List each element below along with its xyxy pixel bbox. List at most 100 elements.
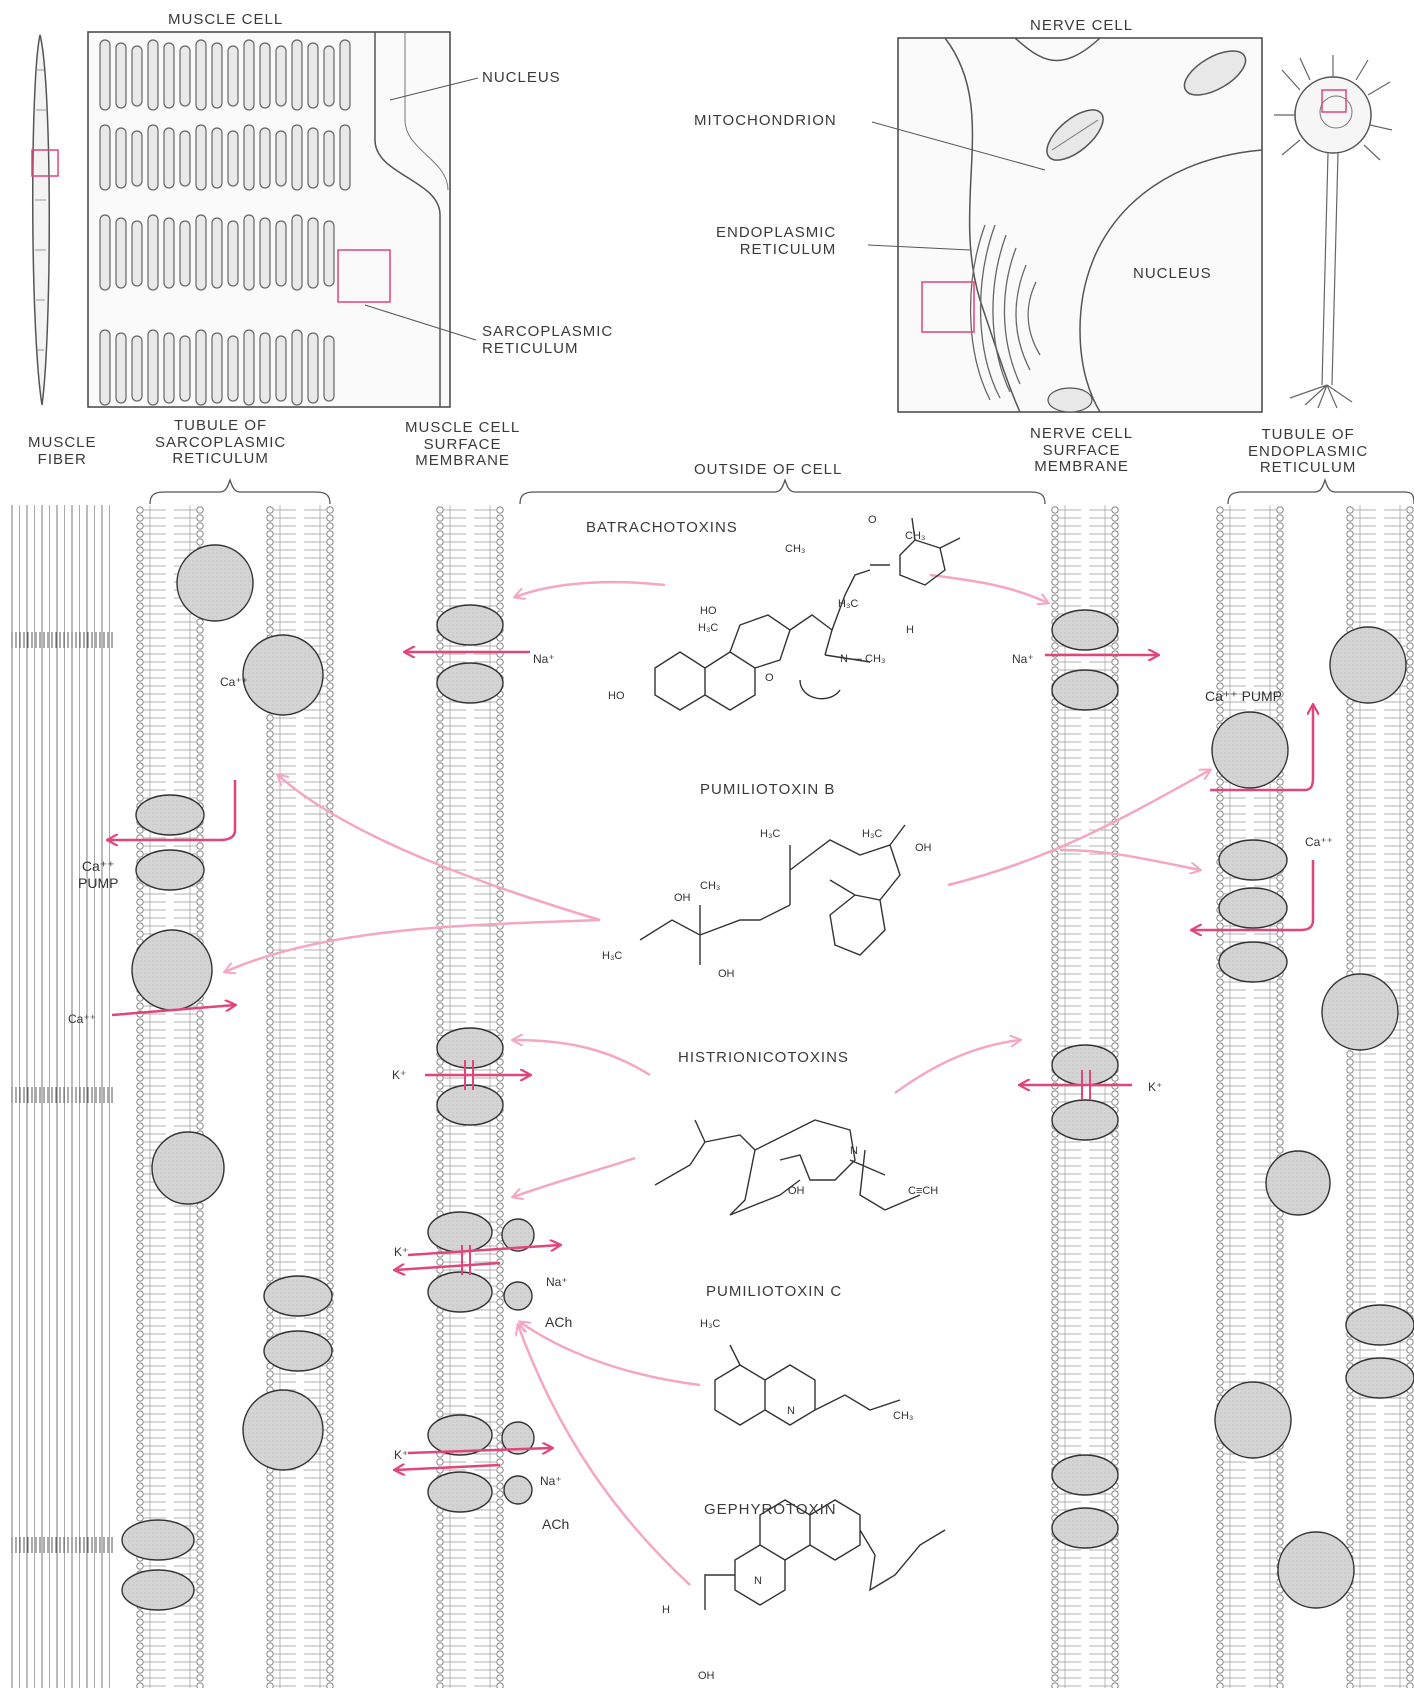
membrane-protein: [1266, 1151, 1330, 1215]
ca-ion-label-3: Ca⁺⁺: [1305, 835, 1333, 849]
muscle-myofibril-segment: [148, 215, 158, 290]
membrane-protein: [1219, 840, 1287, 880]
chem-n-1: N: [850, 1145, 858, 1157]
membrane-protein: [132, 930, 212, 1010]
membrane-protein: [264, 1276, 332, 1316]
muscle-myofibril-segment: [308, 128, 318, 188]
ach-label-1: ACh: [545, 1314, 572, 1330]
na-ion-label-muscle: Na⁺: [533, 652, 555, 666]
muscle-fiber-sketch: [32, 35, 58, 405]
membrane-protein: [1215, 1382, 1291, 1458]
muscle-myofibril-segment: [148, 40, 158, 110]
membrane-protein: [1346, 1305, 1414, 1345]
muscle-myofibril-segment: [116, 43, 126, 108]
muscle-myofibril-segment: [196, 215, 206, 290]
nucleus-label-muscle: NUCLEUS: [482, 70, 561, 87]
chem-ho-1: HO: [700, 605, 717, 617]
chem-h-1: H: [906, 624, 914, 636]
muscle-myofibril-segment: [276, 336, 286, 401]
batrachotoxin-arrow-nerve: [930, 575, 1048, 603]
muscle-myofibril-segment: [180, 221, 190, 286]
muscle-myofibril-segment: [164, 218, 174, 288]
muscle-myofibril-segment: [244, 125, 254, 190]
batrachotoxins-title: BATRACHOTOXINS: [586, 520, 738, 537]
muscle-myofibril-segment: [132, 131, 142, 186]
muscle-myofibril-segment: [196, 40, 206, 110]
muscle-myofibril-segment: [132, 336, 142, 401]
membrane-protein: [428, 1212, 492, 1252]
muscle-myofibril-segment: [100, 215, 110, 290]
membrane-protein: [152, 1132, 224, 1204]
muscle-myofibril-segment: [180, 46, 190, 106]
membrane-protein: [437, 1085, 503, 1125]
muscle-myofibril-segment: [212, 333, 222, 403]
pumiliotoxin-c-title: PUMILIOTOXIN C: [706, 1284, 842, 1301]
mitochondrion-label: MITOCHONDRION: [694, 113, 837, 130]
nerve-cell-drawing: [868, 38, 1262, 412]
muscle-myofibril-segment: [260, 43, 270, 108]
membrane-protein: [1052, 1045, 1118, 1085]
membrane-protein: [1278, 1532, 1354, 1608]
membrane-protein: [1346, 1358, 1414, 1398]
membrane-protein: [428, 1472, 492, 1512]
pumiliotoxin-c-structure: [715, 1345, 900, 1425]
chem-n-ch3: N — CH₃: [840, 653, 885, 665]
muscle-myofibril-segment: [244, 215, 254, 290]
histrionicotoxin-arrow-muscle2: [513, 1158, 635, 1197]
membrane-protein: [1052, 670, 1118, 710]
nerve-cell-title: NERVE CELL: [1030, 18, 1133, 35]
muscle-myofibril-segment: [260, 218, 270, 288]
chem-h3c-2: H₃C: [698, 622, 718, 634]
muscle-myofibril-segment: [292, 40, 302, 110]
muscle-myofibril-segment: [180, 336, 190, 401]
k-ion-label-1: K⁺: [392, 1068, 406, 1082]
ca-pump-label-muscle: Ca⁺⁺ PUMP: [78, 858, 118, 891]
membrane-protein: [1052, 1508, 1118, 1548]
pumiliotoxin-b-arrow-er2: [1060, 850, 1200, 870]
muscle-myofibril-segment: [116, 218, 126, 288]
muscle-myofibril-segment: [164, 128, 174, 188]
pumiliotoxin-c-arrow: [520, 1322, 700, 1385]
chem-h3c-6: H₃C: [700, 1318, 720, 1330]
muscle-myofibril-segment: [324, 221, 334, 286]
membrane-protein: [1330, 627, 1406, 703]
membrane-protein: [428, 1415, 492, 1455]
muscle-myofibril-segment: [132, 221, 142, 286]
membrane-protein: [1219, 942, 1287, 982]
section-braces: [150, 480, 1414, 504]
ca-ion-label-2: Ca⁺⁺: [68, 1012, 96, 1026]
muscle-myofibril-segment: [324, 131, 334, 186]
ca-pump-label-nerve: Ca⁺⁺ PUMP: [1205, 688, 1282, 705]
membrane-protein: [1052, 1455, 1118, 1495]
chem-oh-2: OH: [674, 892, 691, 904]
muscle-myofibril-segment: [164, 43, 174, 108]
membrane-protein: [177, 545, 253, 621]
membrane-protein: [504, 1282, 532, 1310]
muscle-myofibril-segment: [148, 330, 158, 405]
k-ion-label-2: K⁺: [1148, 1080, 1162, 1094]
muscle-myofibril-segment: [100, 125, 110, 190]
membrane-protein: [504, 1476, 532, 1504]
k-ion-label-4: K⁺: [394, 1448, 408, 1462]
membrane-protein: [1322, 974, 1398, 1050]
neuron-sketch: [1274, 55, 1392, 408]
muscle-myofibril-segment: [132, 46, 142, 106]
histrionicotoxin-arrow-nerve: [895, 1040, 1020, 1093]
chem-o-2: O: [868, 514, 877, 526]
tubule-sarcoplasmic-label: TUBULE OF SARCOPLASMIC RETICULUM: [155, 418, 286, 468]
endoplasmic-reticulum-label: ENDOPLASMIC RETICULUM: [716, 225, 836, 258]
chem-oh-5: OH: [698, 1670, 715, 1682]
muscle-myofibril-segment: [324, 336, 334, 401]
muscle-myofibril-segment: [276, 221, 286, 286]
muscle-myofibril-segment: [292, 125, 302, 190]
membrane-protein: [122, 1520, 194, 1560]
membrane-protein: [122, 1570, 194, 1610]
lipid-bilayer: [137, 505, 203, 1688]
k-ion-label-3: K⁺: [394, 1245, 408, 1259]
chem-n-2: N: [787, 1405, 795, 1417]
muscle-myofibril-segment: [212, 128, 222, 188]
histrionicotoxins-title: HISTRIONICOTOXINS: [678, 1050, 849, 1067]
chem-ch3-3: CH₃: [700, 880, 720, 892]
muscle-na-ach-arrow-2: [395, 1465, 500, 1470]
muscle-myofibril-segment: [228, 46, 238, 106]
